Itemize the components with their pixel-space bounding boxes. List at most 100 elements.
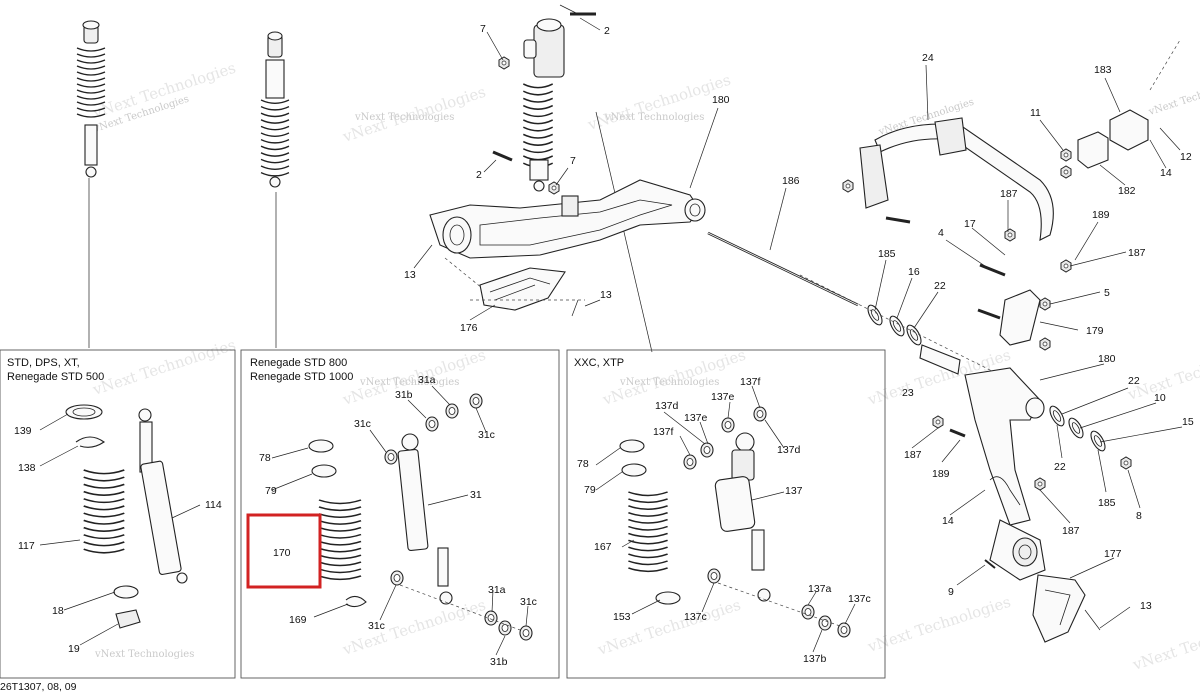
callout-169: 169 <box>289 614 307 626</box>
panel-std-title-line1: STD, DPS, XT, <box>7 357 80 369</box>
panel-xxc-title: XXC, XTP <box>574 357 624 369</box>
callout-183: 183 <box>1094 64 1112 76</box>
panel-std-parts <box>65 404 188 629</box>
callout-177: 177 <box>1104 548 1122 560</box>
callout-31c: 31c <box>354 418 371 430</box>
lower-arm-180 <box>932 367 1132 581</box>
callout-185: 185 <box>878 248 896 260</box>
callout-13: 13 <box>600 289 612 301</box>
panel-headers: STD, DPS, XT, Renegade STD 500 Renegade … <box>7 357 624 383</box>
watermark-text: vNext Technologies <box>1130 611 1200 674</box>
callout-22: 22 <box>1054 461 1066 473</box>
watermark-text: vNext Technologies <box>585 71 733 134</box>
callout-22: 22 <box>934 280 946 292</box>
shock-114 <box>138 408 188 584</box>
callout-137: 137 <box>785 485 803 497</box>
callout-189: 189 <box>932 468 950 480</box>
callout-23: 23 <box>902 387 914 399</box>
callout-139: 139 <box>14 425 32 437</box>
panel-renegade <box>240 349 560 679</box>
shock-137 <box>714 432 771 602</box>
watermark-text: vNext Technologies <box>354 112 454 123</box>
callout-14: 14 <box>942 515 954 527</box>
callout-31a: 31a <box>488 584 506 596</box>
callout-179: 179 <box>1086 325 1104 337</box>
bracket-183 <box>1060 39 1181 179</box>
callout-137e: 137e <box>684 412 708 424</box>
callout-19: 19 <box>68 643 80 655</box>
panel-std-title-line2: Renegade STD 500 <box>7 371 104 383</box>
callout-185: 185 <box>1098 497 1116 509</box>
callout-7: 7 <box>570 155 576 167</box>
callout-31c: 31c <box>478 429 495 441</box>
diagram-code: 26T1307, 08, 09 <box>0 681 77 693</box>
panel-renegade-title-line1: Renegade STD 800 <box>250 357 347 369</box>
callout-78: 78 <box>259 452 271 464</box>
watermark-text: vNext Technologies <box>595 596 743 659</box>
callout-137c: 137c <box>684 611 707 623</box>
main-shock <box>522 18 653 353</box>
watermark-text: vNext Technologies <box>865 593 1013 656</box>
shock-absorber-center <box>260 31 290 348</box>
panel-xxc-parts <box>619 406 851 638</box>
skid-plate-177 <box>984 559 1101 643</box>
callout-176: 176 <box>460 322 478 334</box>
callout-18: 18 <box>52 605 64 617</box>
watermark-text: vNext Technologies <box>619 377 719 388</box>
panel-xxc <box>566 349 886 679</box>
highlight-box-170 <box>246 513 322 589</box>
callout-78: 78 <box>577 458 589 470</box>
callout-8: 8 <box>1136 510 1142 522</box>
callout-31: 31 <box>470 489 482 501</box>
callout-2: 2 <box>476 169 482 181</box>
callout-22: 22 <box>1128 375 1140 387</box>
shock-absorber-left <box>76 20 106 348</box>
watermark-text: vNext Technologies <box>359 377 459 388</box>
leader-lines <box>39 17 1183 656</box>
watermark-text: vNext Technologies <box>604 112 704 123</box>
callout-13: 13 <box>1140 600 1152 612</box>
callout-180: 180 <box>712 94 730 106</box>
watermark-text: vNext Technologies <box>94 649 194 660</box>
callout-167: 167 <box>594 541 612 553</box>
callout-137f: 137f <box>740 376 761 388</box>
callout-31c: 31c <box>368 620 385 632</box>
callout-189: 189 <box>1092 209 1110 221</box>
panel-renegade-parts <box>246 393 533 641</box>
callout-79: 79 <box>584 484 596 496</box>
callout-114: 114 <box>205 499 222 511</box>
callout-137a: 137a <box>808 583 832 595</box>
callout-187: 187 <box>1128 247 1146 259</box>
callout-180: 180 <box>1098 353 1116 365</box>
callout-137b: 137b <box>803 653 827 665</box>
upper-a-arm <box>429 179 706 259</box>
callout-2: 2 <box>604 25 610 37</box>
shock-31 <box>397 433 453 605</box>
callout-138: 138 <box>18 462 36 474</box>
watermark-text: vNext Technologies <box>90 336 238 399</box>
callout-12: 12 <box>1180 151 1192 163</box>
callout-31a: 31a <box>418 374 436 386</box>
panel-std <box>0 349 236 679</box>
washer-stack <box>799 274 1001 376</box>
callout-182: 182 <box>1118 185 1136 197</box>
hardware-bolts <box>492 4 596 195</box>
callout-137d: 137d <box>777 444 801 456</box>
callout-137d: 137d <box>655 400 679 412</box>
skid-plate-176 <box>444 257 585 317</box>
callout-7: 7 <box>480 23 486 35</box>
callout-31b: 31b <box>490 656 508 668</box>
callout-16: 16 <box>908 266 920 278</box>
callout-13: 13 <box>404 269 416 281</box>
callout-9: 9 <box>948 586 954 598</box>
sway-bar-24 <box>842 117 1054 241</box>
callout-17: 17 <box>964 218 976 230</box>
callout-187: 187 <box>1062 525 1080 537</box>
callout-187: 187 <box>1000 188 1018 200</box>
callout-187: 187 <box>904 449 922 461</box>
panel-renegade-title-line2: Renegade STD 1000 <box>250 371 353 383</box>
callout-14: 14 <box>1160 167 1172 179</box>
callout-153: 153 <box>613 611 631 623</box>
callout-15: 15 <box>1182 416 1194 428</box>
